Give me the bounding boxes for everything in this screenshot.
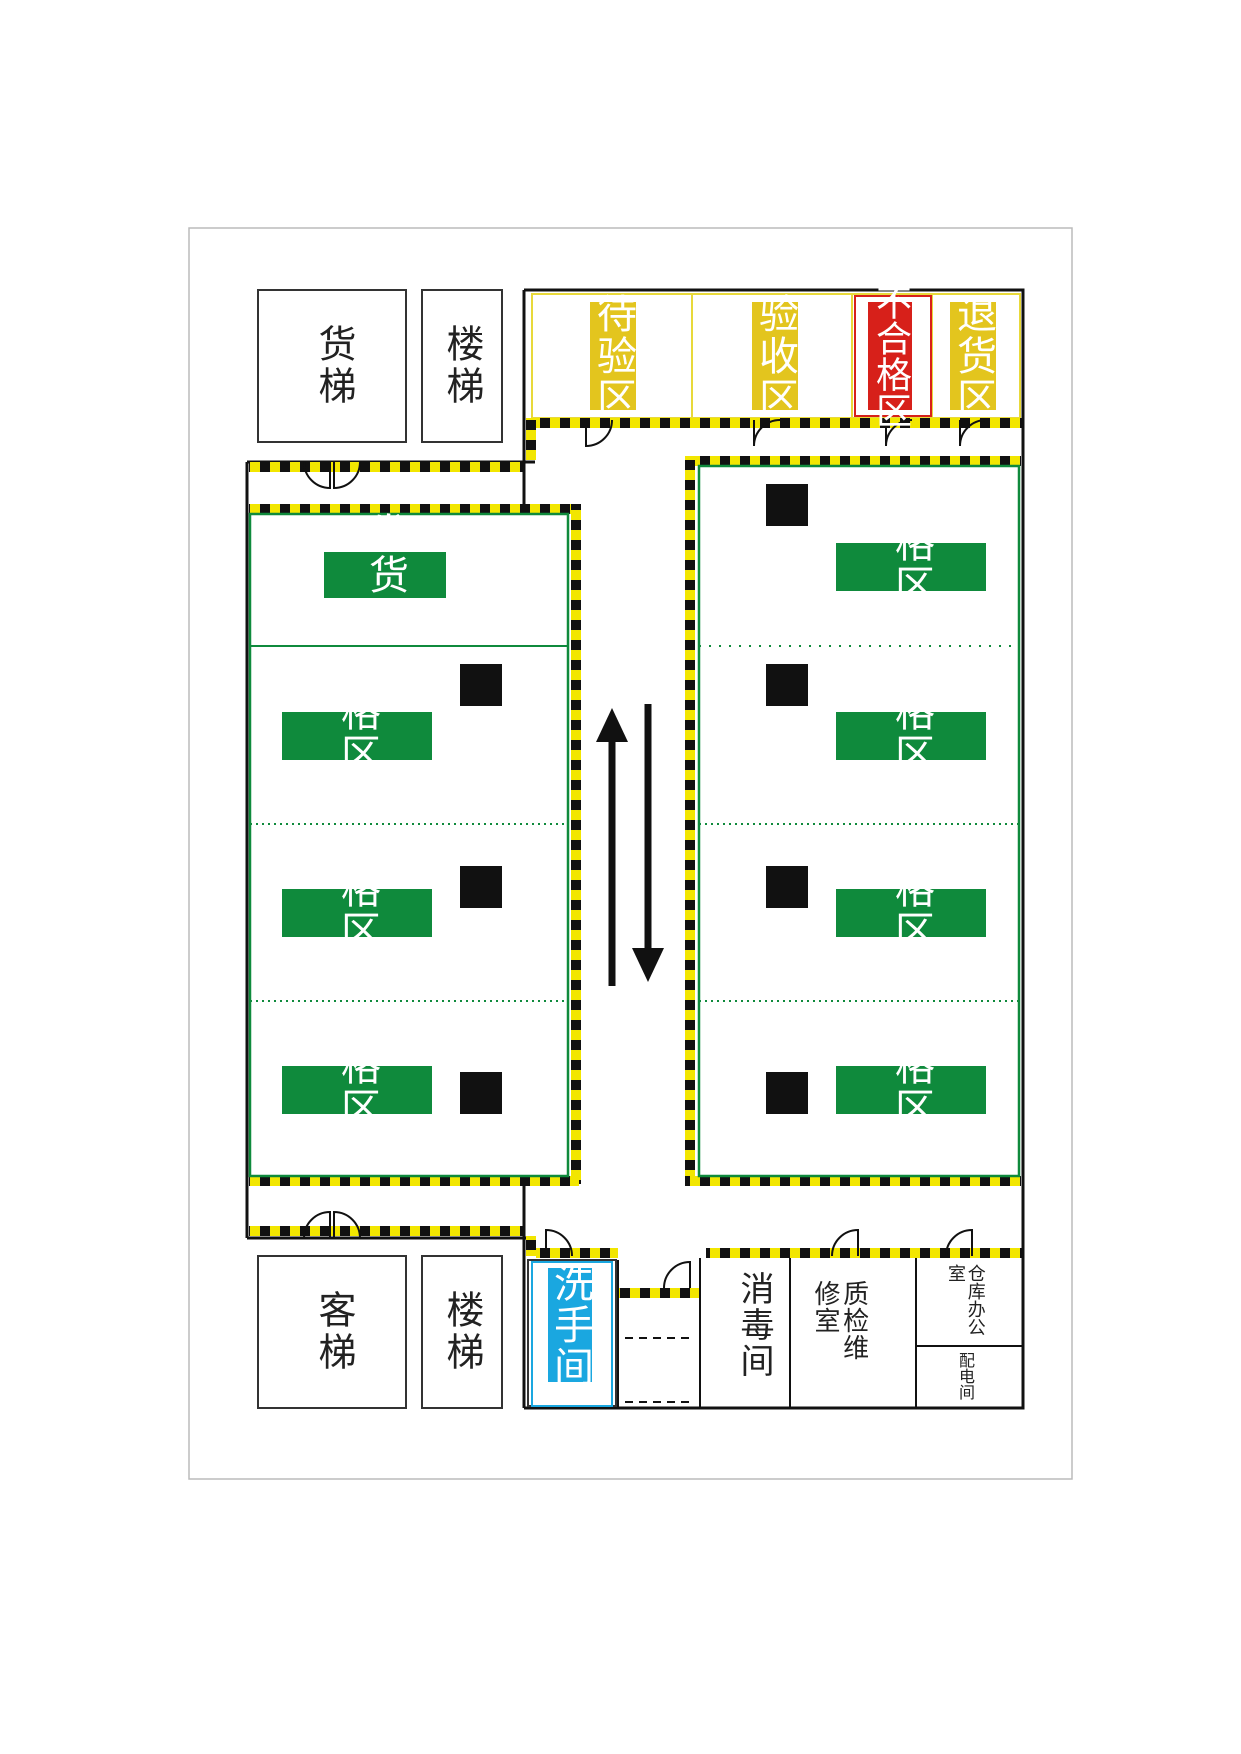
zone-3-label: 合格区3 (282, 1003, 432, 1177)
bottom-rooms (527, 1258, 1023, 1408)
door-swings (303, 419, 987, 1289)
freight-elevator-label: 货梯 (312, 324, 356, 408)
acceptance-label: 验收区 (752, 293, 798, 419)
washroom-label: 洗手间 (547, 1262, 593, 1388)
shipping-label: 发货区 (324, 512, 446, 638)
zone-1-label: 合格区1 (282, 649, 432, 823)
aisle-arrows (596, 704, 664, 986)
pillar (460, 664, 502, 706)
pillar (460, 1072, 502, 1114)
returns-label: 退货区 (950, 293, 996, 419)
hazard-tape (249, 418, 1022, 1298)
zone-6-label: 合格区6 (836, 649, 986, 823)
arrow-down-head (632, 948, 664, 982)
pillar (766, 1072, 808, 1114)
passenger-elevator-label: 客梯 (312, 1290, 356, 1374)
passenger-elevator-box (257, 1255, 407, 1409)
pillar (766, 664, 808, 706)
stairs-top-label: 楼梯 (440, 324, 484, 408)
arrow-up-head (596, 708, 628, 742)
stairs-bottom-box (421, 1255, 503, 1409)
qc-repair-label: 质检维修室 (810, 1280, 869, 1361)
zone-2-label: 合格区2 (282, 826, 432, 1000)
pillar (766, 866, 808, 908)
zone-5-label: 合格区5 (836, 826, 986, 1000)
nonconforming-label: 不合格区 (868, 284, 912, 428)
warehouse-office-label: 仓库办公室 (945, 1264, 986, 1336)
zone-4-label: 合格区4 (836, 1003, 986, 1177)
page-frame (188, 227, 1073, 1480)
nonconforming-room-outline (854, 295, 932, 417)
pillar (460, 866, 502, 908)
stairs-bottom-label: 楼梯 (440, 1290, 484, 1374)
left-block (248, 512, 570, 1178)
freight-elevator-box (257, 289, 407, 443)
zone-7-label: 合格区7 (836, 480, 986, 654)
pillar (766, 484, 808, 526)
stairs-top-box (421, 289, 503, 443)
pending-inspection-label: 待验区 (590, 293, 636, 419)
disinfection-label: 消毒间 (734, 1271, 774, 1379)
power-room-label: 配电间 (956, 1352, 975, 1400)
